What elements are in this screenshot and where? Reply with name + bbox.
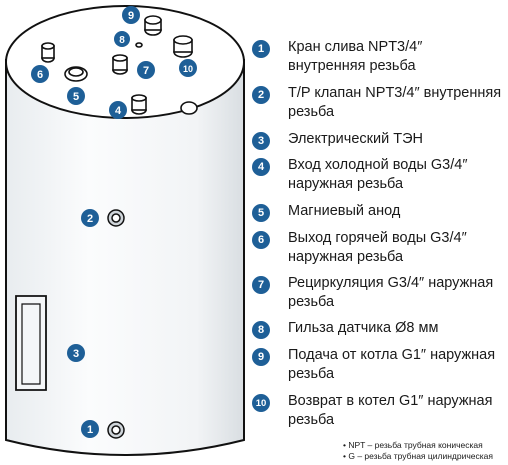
legend-text: Подача от котла G1″ наружная резьба: [288, 347, 496, 382]
svg-text:5: 5: [73, 91, 79, 103]
legend-item-2: 2 T/P клапан NPT3/4″ внутренняя резьба: [252, 84, 502, 122]
legend-item-7: 7 Рециркуляция G3/4″ наружная резьба: [252, 274, 502, 312]
legend-text: Выход горячей воды G3/4″ наружная резьба: [288, 230, 467, 265]
heater-panel: [15, 295, 47, 391]
legend-item-9: 9 Подача от котла G1″ наружная резьба: [252, 346, 502, 384]
svg-text:6: 6: [37, 69, 43, 81]
badge-10: 10: [179, 59, 197, 77]
legend-item-10: 10 Возврат в котел G1″ наружная резьба: [252, 392, 502, 430]
legend-number: 7: [252, 276, 270, 294]
footnote-npt: NPT – резьба трубная коническая: [343, 440, 493, 451]
svg-text:4: 4: [115, 105, 122, 117]
svg-text:7: 7: [143, 65, 149, 77]
side-ports: [107, 209, 125, 439]
legend-number: 3: [252, 132, 270, 150]
legend-item-6: 6 Выход горячей воды G3/4″ наружная резьб…: [252, 229, 502, 267]
legend-number: 8: [252, 321, 270, 339]
badge-4: 4: [109, 101, 127, 119]
svg-text:10: 10: [183, 64, 193, 74]
legend-item-1: 1 Кран слива NPT3/4″ внутренняя резьба: [252, 38, 502, 76]
svg-text:3: 3: [73, 348, 79, 360]
legend-text: Рециркуляция G3/4″ наружная резьба: [288, 275, 494, 310]
legend-number: 6: [252, 231, 270, 249]
badge-1: 1: [81, 420, 99, 438]
svg-text:9: 9: [128, 10, 134, 22]
legend-text: Вход холодной воды G3/4″ наружная резьба: [288, 157, 468, 192]
legend-number: 9: [252, 348, 270, 366]
badge-9: 9: [122, 6, 140, 24]
water-heater-illustration: 9 8 6 7 10 5 4 2 3 1: [5, 5, 245, 456]
badge-7: 7: [137, 61, 155, 79]
footnotes: NPT – резьба трубная коническая G – резь…: [343, 440, 493, 462]
legend-item-8: 8 Гильза датчика Ø8 мм: [252, 319, 502, 339]
legend-number: 2: [252, 86, 270, 104]
legend-number: 5: [252, 204, 270, 222]
legend-item-5: 5 Магниевый анод: [252, 202, 502, 222]
legend-text: Кран слива NPT3/4″ внутренняя резьба: [288, 39, 423, 74]
legend-item-4: 4 Вход холодной воды G3/4″ наружная резьб…: [252, 156, 502, 194]
badge-8: 8: [114, 31, 130, 47]
legend-number: 10: [252, 394, 270, 412]
legend-text: Электрический ТЭН: [288, 131, 423, 147]
badge-6: 6: [31, 65, 49, 83]
svg-text:1: 1: [87, 424, 93, 436]
svg-text:8: 8: [119, 35, 125, 46]
legend-number: 1: [252, 40, 270, 58]
legend-number: 4: [252, 158, 270, 176]
badge-2: 2: [81, 209, 99, 227]
badge-3: 3: [67, 344, 85, 362]
legend-text: Магниевый анод: [288, 203, 401, 219]
tank-badges: 9 8 6 7 10 5 4 2 3 1: [31, 6, 197, 438]
top-fittings: [41, 15, 198, 115]
svg-text:2: 2: [87, 213, 93, 225]
tank-body: [5, 59, 245, 456]
legend-text: T/P клапан NPT3/4″ внутренняя резьба: [288, 85, 502, 120]
legend-item-3: 3 Электрический ТЭН: [252, 130, 502, 150]
footnote-g: G – резьба трубная цилиндрическая: [343, 451, 493, 462]
legend-text: Возврат в котел G1″ наружная резьба: [288, 393, 493, 428]
legend-text: Гильза датчика Ø8 мм: [288, 320, 439, 336]
badge-5: 5: [67, 87, 85, 105]
